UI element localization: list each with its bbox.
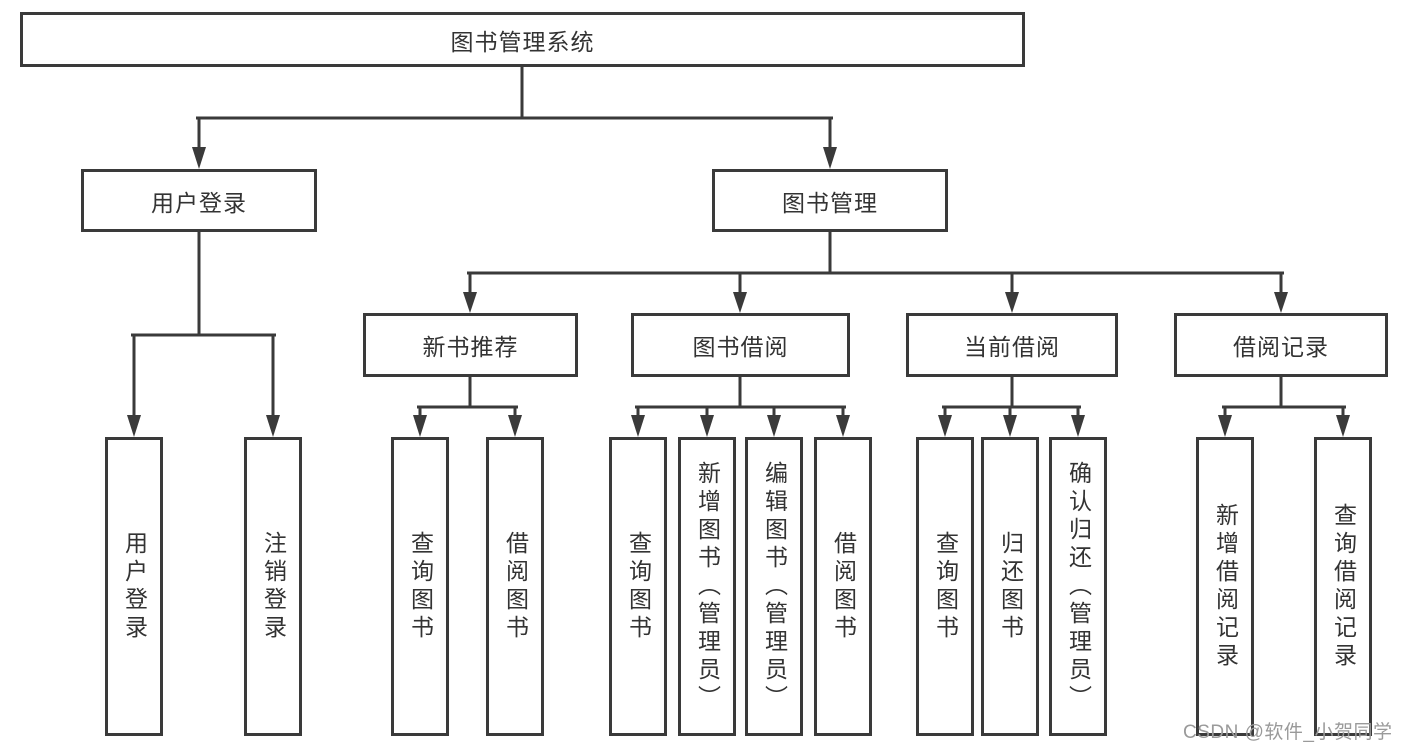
leaf-return-books: 归还图书 (981, 437, 1039, 736)
leaf-edit-books-admin: 编辑图书（管理员） (745, 437, 803, 736)
leaf-query-books-current: 查询图书 (916, 437, 974, 736)
leaf-query-books-recommend: 查询图书 (391, 437, 449, 736)
leaf-borrow-books: 借阅图书 (814, 437, 872, 736)
leaf-logout: 注销登录 (244, 437, 302, 736)
node-book-management-branch: 图书管理 (712, 169, 948, 232)
node-root-library-system: 图书管理系统 (20, 12, 1025, 67)
leaf-add-borrow-record: 新增借阅记录 (1196, 437, 1254, 736)
node-book-borrow: 图书借阅 (631, 313, 850, 377)
leaf-user-login: 用户登录 (105, 437, 163, 736)
leaf-query-books-borrow: 查询图书 (609, 437, 667, 736)
arrowhead-icons (127, 147, 1350, 437)
node-user-login-branch: 用户登录 (81, 169, 317, 232)
node-borrow-records: 借阅记录 (1174, 313, 1388, 377)
leaf-confirm-return-admin: 确认归还（管理员） (1049, 437, 1107, 736)
leaf-add-books-admin: 新增图书（管理员） (678, 437, 736, 736)
node-current-borrow: 当前借阅 (906, 313, 1118, 377)
watermark: CSDN @软件_小贺同学 (1183, 722, 1393, 743)
leaf-query-borrow-record: 查询借阅记录 (1314, 437, 1372, 736)
node-new-book-recommend: 新书推荐 (363, 313, 578, 377)
leaf-borrow-books-recommend: 借阅图书 (486, 437, 544, 736)
